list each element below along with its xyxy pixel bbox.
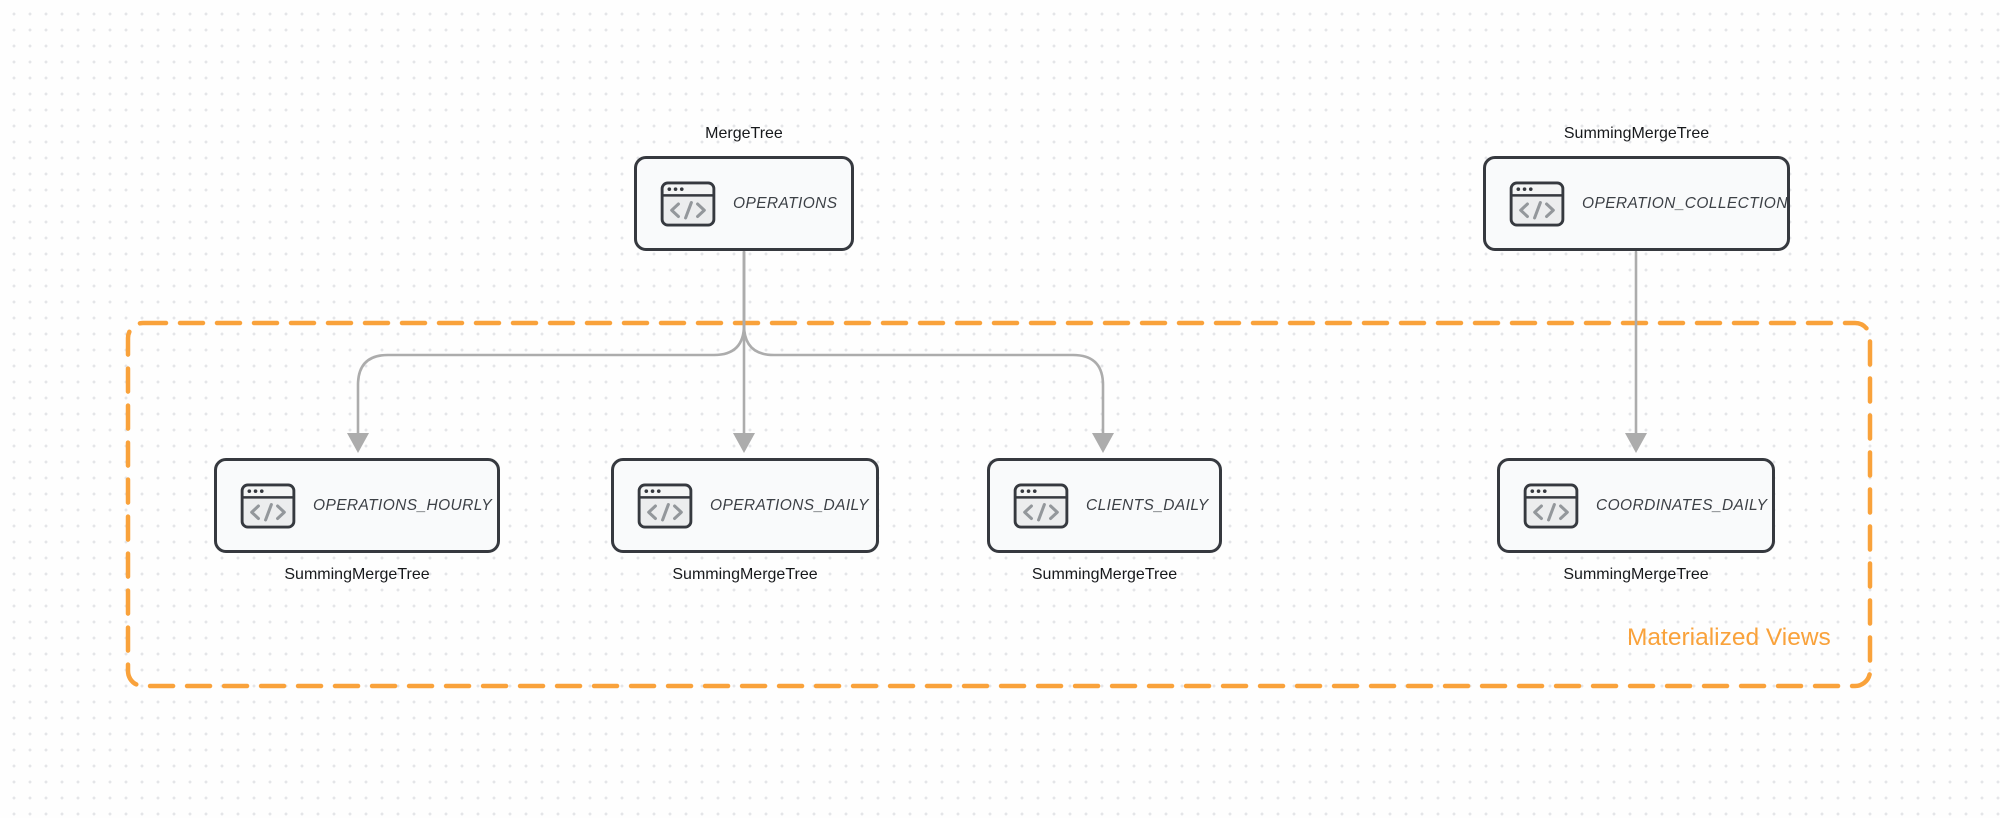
engine-label-clients-daily: SummingMergeTree xyxy=(1031,566,1178,583)
table-name: OPERATIONS_DAILY xyxy=(710,496,869,514)
table-name: OPERATIONS xyxy=(733,194,838,212)
table-name: OPERATION_COLLECTION xyxy=(1582,194,1788,212)
table-name: COORDINATES_DAILY xyxy=(1596,496,1768,514)
code-window-icon xyxy=(1523,482,1579,529)
engine-label-operations: MergeTree xyxy=(705,125,783,142)
node-clients-daily[interactable]: SummingMergeTree CLIENTS_DAILY xyxy=(987,458,1222,583)
materialized-views-label: Materialized Views xyxy=(1627,624,1831,651)
code-window-icon xyxy=(637,482,693,529)
node-operations[interactable]: MergeTree OPERATIONS xyxy=(634,125,854,251)
code-window-icon xyxy=(240,482,296,529)
code-window-icon xyxy=(660,180,716,227)
node-operations-daily[interactable]: SummingMergeTree OPERATIONS_DAILY xyxy=(611,458,879,583)
engine-label-operations-daily: SummingMergeTree xyxy=(672,566,818,583)
engine-label-operations-hourly: SummingMergeTree xyxy=(284,566,430,583)
materialized-views-group-frame[interactable] xyxy=(125,320,1873,689)
node-operation-collection[interactable]: SummingMergeTree OPERATION_COLLECTION xyxy=(1483,125,1790,251)
arrowhead-clients-daily xyxy=(1092,433,1114,453)
node-operations-hourly[interactable]: SummingMergeTree OPERATIONS_HOURLY xyxy=(214,458,500,583)
arrowhead-operations-daily xyxy=(733,433,755,453)
table-name: CLIENTS_DAILY xyxy=(1086,496,1209,514)
engine-label-operation-collection: SummingMergeTree xyxy=(1563,125,1710,142)
node-coordinates-daily[interactable]: SummingMergeTree COORDINATES_DAILY xyxy=(1497,458,1775,583)
code-window-icon xyxy=(1013,482,1069,529)
arrowhead-operations-hourly xyxy=(347,433,369,453)
arrowhead-coordinates-daily xyxy=(1625,433,1647,453)
table-name: OPERATIONS_HOURLY xyxy=(313,496,493,514)
edge-operations-to-clients-daily[interactable] xyxy=(742,250,1105,436)
engine-label-coordinates-daily: SummingMergeTree xyxy=(1563,566,1709,583)
edge-operations-to-operations-hourly[interactable] xyxy=(356,250,746,436)
code-window-icon xyxy=(1509,180,1565,227)
